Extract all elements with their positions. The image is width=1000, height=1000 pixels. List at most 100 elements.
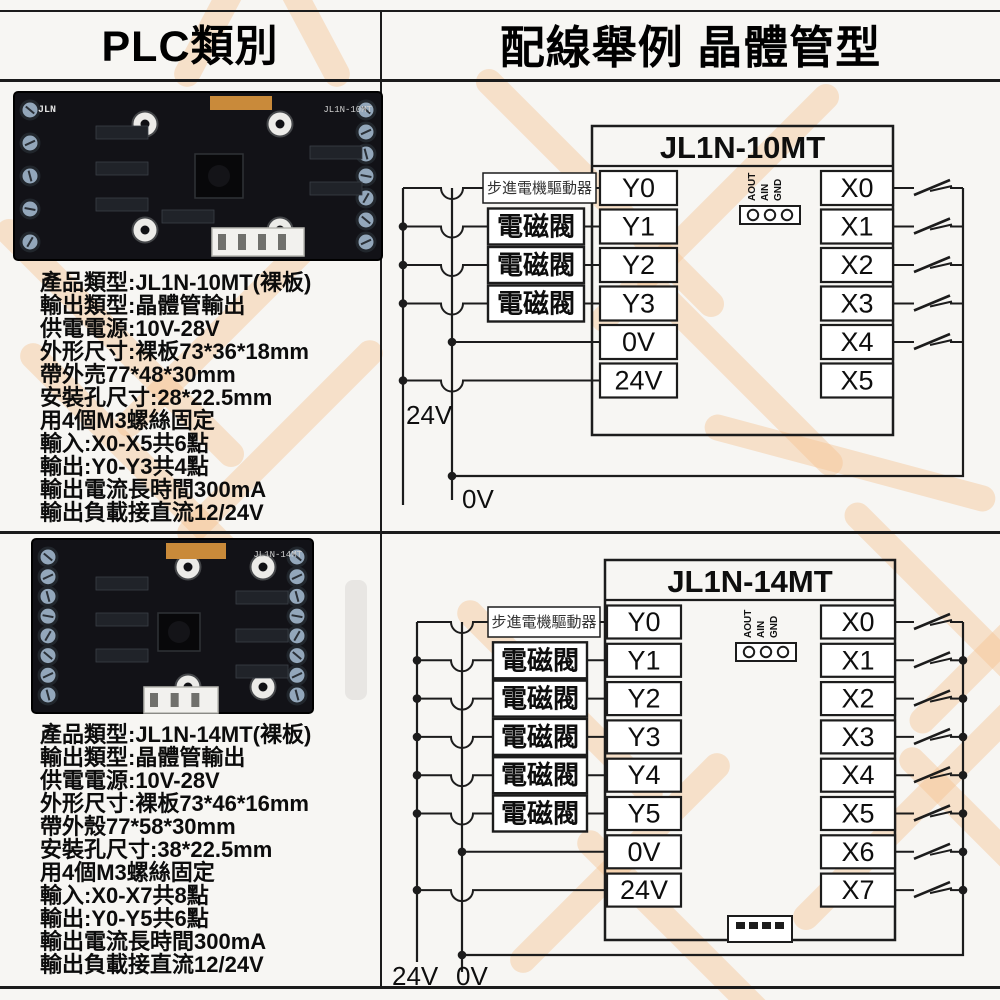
- terminal-label: X2: [841, 684, 874, 714]
- wire-hop: [403, 302, 488, 316]
- wire-hop: [403, 379, 600, 393]
- wiring-diagram-jl1n-10mt: JL1N-10MT步進電機驅動器電磁閥電磁閥電磁閥Y0Y1Y2Y30V24VX0…: [398, 124, 965, 514]
- switch-lever: [913, 255, 951, 274]
- load-box: [486, 207, 586, 246]
- inductor: [168, 621, 190, 643]
- terminal-label: Y2: [627, 684, 660, 714]
- screw-slot: [26, 236, 34, 248]
- spec-line: 外形尺寸:裸板73*46*16mm: [40, 791, 309, 816]
- load-box: [486, 245, 586, 285]
- terminal-label: Y2: [622, 250, 655, 280]
- terminal-box: [605, 795, 683, 832]
- wire-hop: [417, 659, 493, 673]
- screw-slot: [25, 105, 35, 115]
- spec-line: 輸出電流長時間300mA: [40, 929, 267, 954]
- terminal-box: [605, 680, 683, 717]
- mounting-hole-center: [183, 562, 193, 572]
- terminal-box: [819, 246, 895, 284]
- header-left-title: PLC類別: [101, 23, 279, 71]
- load-box: [482, 172, 597, 204]
- inductor: [208, 165, 230, 187]
- bus-label-24v: 24V: [392, 961, 439, 991]
- terminal-label: X1: [841, 645, 874, 675]
- terminal-box: [605, 872, 683, 908]
- terminal-label: Y0: [627, 607, 660, 637]
- silkscreen-logo: JLN: [38, 105, 56, 116]
- spec-line: 輸出負載接直流12/24V: [40, 952, 264, 977]
- diagram-title: JL1N-10MT: [660, 130, 825, 165]
- switch-contact: [929, 339, 953, 346]
- spec-line: 供電電源:10V-28V: [40, 316, 220, 341]
- spec-line: 用4個M3螺絲固定: [40, 860, 215, 885]
- terminal-label: 24V: [614, 366, 662, 396]
- spec-line: 輸出類型:晶體管輸出: [40, 293, 246, 318]
- screw-slot: [24, 139, 36, 147]
- spec-line: 輸出:Y0-Y5共6點: [40, 906, 209, 931]
- terminal-label: 0V: [627, 837, 660, 867]
- terminal-box: [605, 642, 683, 678]
- spec-line: 輸出類型:晶體管輸出: [40, 745, 246, 770]
- connector-pin: [238, 234, 246, 250]
- terminal-label: Y0: [622, 173, 655, 203]
- section-divider: [0, 531, 1000, 534]
- switch-contact: [929, 223, 953, 231]
- terminal-box: [819, 208, 895, 245]
- analog-pin-label: AOUT: [743, 610, 754, 638]
- terminal-label: Y4: [627, 760, 660, 790]
- terminal-box: [819, 323, 895, 361]
- switch-contact: [929, 772, 953, 780]
- switch-contact: [929, 657, 953, 665]
- junction-dot: [412, 694, 422, 703]
- screw-slot: [293, 630, 301, 642]
- ic-component: [95, 125, 149, 140]
- terminal-label: X3: [840, 289, 873, 319]
- ic-component: [161, 209, 215, 224]
- terminal-label: X4: [840, 327, 873, 357]
- switch-contact: [929, 185, 953, 192]
- junction-dot: [412, 656, 422, 665]
- screw-slot: [45, 590, 51, 602]
- terminal-label: Y3: [622, 289, 655, 319]
- switch-lever: [913, 689, 951, 707]
- junction-dot: [398, 260, 408, 270]
- screw-slot: [361, 105, 371, 115]
- pcb-board-graphic: JL1N-10MT JLN: [13, 91, 383, 261]
- spec-line: 輸出負載接直流12/24V: [40, 500, 264, 525]
- terminal-label: X5: [840, 366, 873, 396]
- terminal-label: X7: [841, 875, 874, 905]
- bus-label-0v: 0V: [456, 961, 488, 991]
- screw-slot: [291, 672, 303, 679]
- load-box: [491, 794, 589, 833]
- usb-pin: [775, 922, 784, 929]
- connector-pin: [258, 234, 266, 250]
- screw-slot: [363, 148, 369, 160]
- spec-line: 外形尺寸:裸板73*36*18mm: [40, 339, 309, 364]
- header-divider: [0, 79, 1000, 82]
- load-label: 電磁閥: [497, 212, 575, 242]
- switch-contact: [929, 300, 953, 308]
- connector-pin: [278, 234, 286, 250]
- junction-dot: [958, 694, 968, 703]
- usb-pin: [749, 922, 758, 929]
- terminal-box: [598, 323, 679, 361]
- mounting-hole-center: [258, 682, 268, 692]
- usb-pin: [762, 922, 771, 929]
- spec-line: 輸出電流長時間300mA: [40, 477, 267, 502]
- junction-dot: [457, 950, 467, 960]
- screw-slot: [43, 651, 53, 660]
- terminal-label: X6: [841, 837, 874, 867]
- spec-list-jl1n-10mt: 產品類型:JL1N-10MT(裸板)輸出類型:晶體管輸出供電電源:10V-28V…: [40, 271, 385, 524]
- load-box: [491, 717, 589, 757]
- terminal-label: X2: [840, 250, 873, 280]
- ic-component: [95, 576, 149, 591]
- junction-dot: [958, 809, 968, 818]
- analog-pin-hole: [776, 645, 790, 659]
- switch-contact: [929, 619, 953, 626]
- wiring-diagram-jl1n-14mt: JL1N-14MT步進電機驅動器電磁閥電磁閥電磁閥電磁閥電磁閥Y0Y1Y2Y3Y…: [392, 558, 968, 991]
- analog-pin-hole: [759, 645, 773, 659]
- ic-component: [95, 161, 149, 176]
- spec-line: 安裝孔尺寸:38*22.5mm: [40, 837, 273, 862]
- terminal-box: [605, 719, 683, 755]
- connector-pin: [150, 693, 158, 707]
- silkscreen-label: JL1N-10MT: [323, 105, 372, 115]
